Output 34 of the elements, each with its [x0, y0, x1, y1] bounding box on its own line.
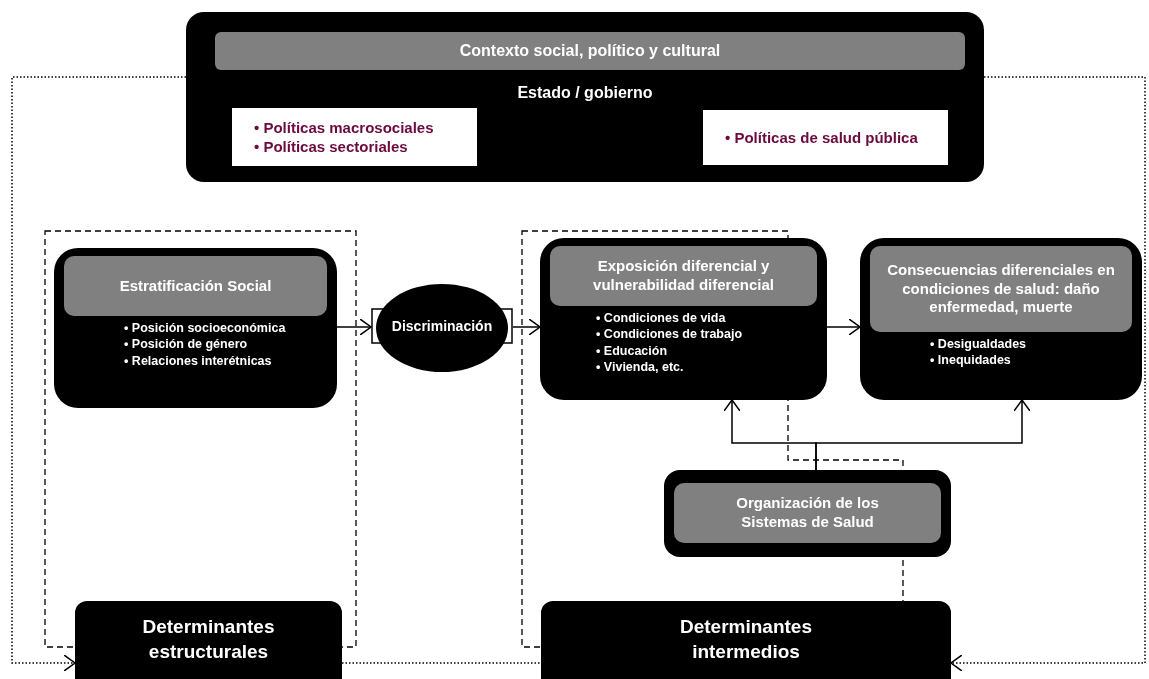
- panel-heading: Estado / gobierno: [517, 84, 653, 102]
- bullet-item: • Desigualdades: [930, 336, 1027, 353]
- connector-line: [341, 662, 542, 664]
- arrow: [815, 399, 1031, 471]
- box-heading: Organización de los Sistemas de Salud: [674, 483, 941, 543]
- arrow: [826, 318, 861, 336]
- rounded-box: [54, 248, 337, 408]
- bullet-item: • Vivienda, etc.: [596, 358, 684, 375]
- bullet-item: • Posición de género: [124, 336, 248, 353]
- bullet-item: • Relaciones interétnicas: [124, 352, 272, 369]
- bullet-item: • Posición socioeconómica: [124, 320, 286, 337]
- bullet-item: • Inequidades: [930, 352, 1011, 369]
- arrow: [336, 318, 372, 336]
- header-bar: Contexto social, político y cultural: [215, 32, 965, 70]
- bullet-item: • Políticas macrosociales: [254, 117, 434, 137]
- bullet-item: • Educación: [596, 342, 668, 359]
- bullet-item: • Políticas de salud pública: [725, 127, 918, 148]
- bullet-item: • Condiciones de trabajo: [596, 326, 743, 343]
- bullet-item: • Políticas sectoriales: [254, 137, 408, 157]
- policy-box: [703, 110, 948, 165]
- box-heading: Estratificación Social: [64, 256, 327, 316]
- rounded-box: [664, 470, 951, 557]
- arrow: [950, 76, 1146, 672]
- category-label: Determinantes intermedios: [541, 601, 951, 679]
- box-heading: Consecuencias diferenciales en condiciones de salud: daño enfermedad, muerte: [870, 246, 1132, 332]
- arrow: [512, 318, 541, 336]
- rounded-box: [860, 238, 1142, 400]
- ellipse-label: Discriminación: [391, 318, 493, 334]
- rounded-box: [540, 238, 827, 400]
- rounded-panel: [186, 12, 984, 182]
- box-heading: Exposición diferencial y vulnerabilidad diferencial: [550, 246, 817, 306]
- policy-box: [232, 108, 477, 166]
- bullet-item: • Condiciones de vida: [596, 310, 726, 327]
- category-label: Determinantes estructurales: [75, 601, 342, 679]
